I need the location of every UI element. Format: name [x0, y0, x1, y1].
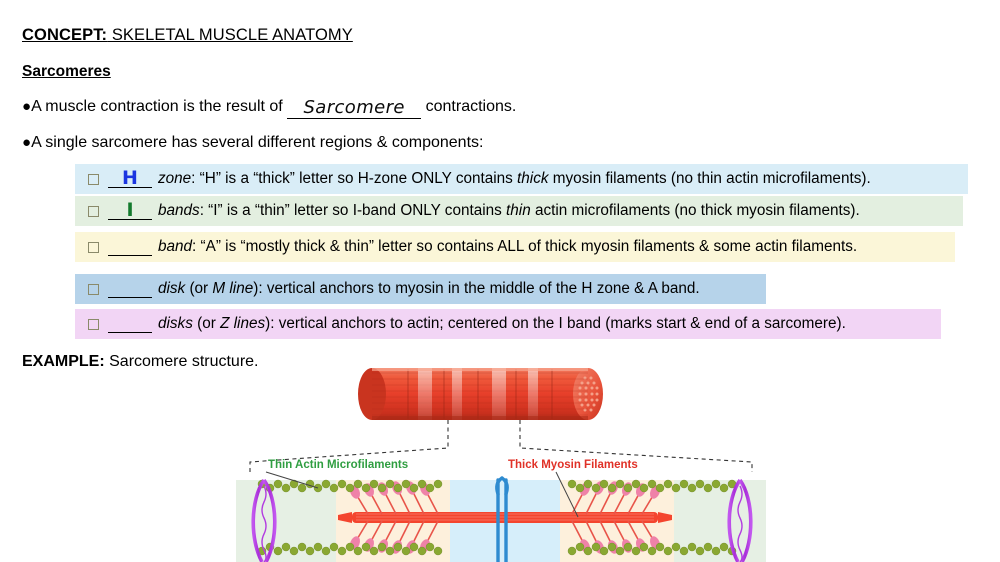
actin-lower-right	[567, 542, 737, 556]
sarcomere-diagram: Thin Actin Microfilaments Thick Myosin F…	[0, 360, 1000, 562]
row-a-band: band: “A” is “mostly thick & thin” lette…	[75, 232, 955, 262]
concept-heading: CONCEPT: SKELETAL MUSCLE ANATOMY	[22, 26, 353, 45]
row-h-zone-end: myosin filaments (no thin actin microfil…	[548, 170, 871, 187]
row-a-band-body: : “A” is “mostly thick & thin” letter so…	[192, 238, 858, 255]
row-m-disk-end: ): vertical anchors to myosin in the mid…	[253, 280, 700, 297]
handwritten-answer-sarcomere: Sarcomere	[287, 98, 422, 119]
blank-answer-a[interactable]	[108, 238, 152, 256]
row-h-zone-text: zone: “H” is a “thick” letter so H-zone …	[158, 170, 871, 188]
actin-upper-right	[567, 479, 737, 493]
row-z-disk-text: disks (or Z lines): vertical anchors to …	[158, 315, 846, 333]
row-i-band-end: actin microfilaments (no thick myosin fi…	[530, 202, 860, 219]
example-heading: EXAMPLE: Sarcomere structure.	[22, 353, 259, 371]
concept-label: CONCEPT:	[22, 26, 108, 44]
blank-answer-m[interactable]	[108, 280, 152, 298]
row-z-disk: disks (or Z lines): vertical anchors to …	[75, 309, 941, 339]
concept-title: SKELETAL MUSCLE ANATOMY	[107, 26, 353, 44]
term-disk: disk	[158, 280, 186, 297]
label-thin-actin-microfilaments: Thin Actin Microfilaments	[268, 459, 408, 471]
row-m-disk-body: (or	[185, 280, 213, 297]
term-band: band	[158, 238, 193, 255]
row-i-band-text: bands: “I” is a “thin” letter so I-band …	[158, 202, 860, 220]
example-label: EXAMPLE:	[22, 353, 105, 370]
magnified-sarcomere	[236, 476, 766, 562]
row-z-disk-body: (or	[192, 315, 221, 332]
actin-thin-filaments	[257, 479, 737, 556]
blank-answer-z[interactable]	[108, 315, 152, 333]
z-disk-left	[251, 478, 277, 562]
bullet-sarcomere-regions: ●A single sarcomere has several differen…	[22, 134, 483, 152]
label-thick-myosin-filaments: Thick Myosin Filaments	[508, 459, 638, 471]
handwritten-answer-i: I	[108, 201, 152, 220]
row-m-disk-text: disk (or M line): vertical anchors to my…	[158, 280, 700, 298]
m-line	[495, 476, 509, 562]
emphasis-thin: thin	[506, 202, 531, 219]
example-text: Sarcomere structure.	[104, 353, 259, 370]
z-disk-right	[727, 478, 753, 562]
emphasis-z-lines: Z lines	[220, 315, 266, 332]
emphasis-thick: thick	[517, 170, 549, 187]
section-subheading: Sarcomeres	[22, 63, 111, 80]
leader-lines	[249, 420, 753, 472]
bullet-text: A single sarcomere has several different…	[31, 134, 484, 151]
diagram-labels: Thin Actin Microfilaments Thick Myosin F…	[265, 459, 638, 518]
row-h-zone-body: : “H” is a “thick” letter so H-zone ONLY…	[191, 170, 518, 187]
z-disk-left-wave	[261, 485, 267, 562]
term-bands: bands	[158, 202, 200, 219]
row-h-zone: H zone: “H” is a “thick” letter so H-zon…	[75, 164, 968, 194]
bullet-text-before: A muscle contraction is the result of	[31, 98, 288, 115]
emphasis-m-line: M line	[212, 280, 254, 297]
bullet-text-after: contractions.	[421, 98, 517, 115]
bullet-marker: ●	[22, 134, 32, 151]
row-i-band-body: : “I” is a “thin” letter so I-band ONLY …	[199, 202, 507, 219]
row-z-disk-end: ): vertical anchors to actin; centered o…	[265, 315, 846, 332]
handwritten-answer-h: H	[108, 169, 152, 188]
term-zone: zone	[158, 170, 192, 187]
z-disk-right-wave	[737, 485, 743, 562]
actin-upper-left	[257, 479, 443, 493]
checkbox-icon[interactable]	[88, 318, 99, 330]
actin-lower-left	[257, 542, 443, 556]
term-disks: disks	[158, 315, 193, 332]
checkbox-icon[interactable]	[88, 205, 99, 217]
row-i-band: I bands: “I” is a “thin” letter so I-ban…	[75, 196, 963, 226]
checkbox-icon[interactable]	[88, 173, 99, 185]
row-m-disk: disk (or M line): vertical anchors to my…	[75, 274, 766, 304]
checkbox-icon[interactable]	[88, 283, 99, 295]
row-a-band-text: band: “A” is “mostly thick & thin” lette…	[158, 238, 857, 256]
checkbox-icon[interactable]	[88, 241, 99, 253]
muscle-fiber-cylinder	[358, 368, 603, 420]
bullet-sarcomere-contraction: ●A muscle contraction is the result of S…	[22, 98, 516, 119]
bullet-marker: ●	[22, 98, 32, 115]
